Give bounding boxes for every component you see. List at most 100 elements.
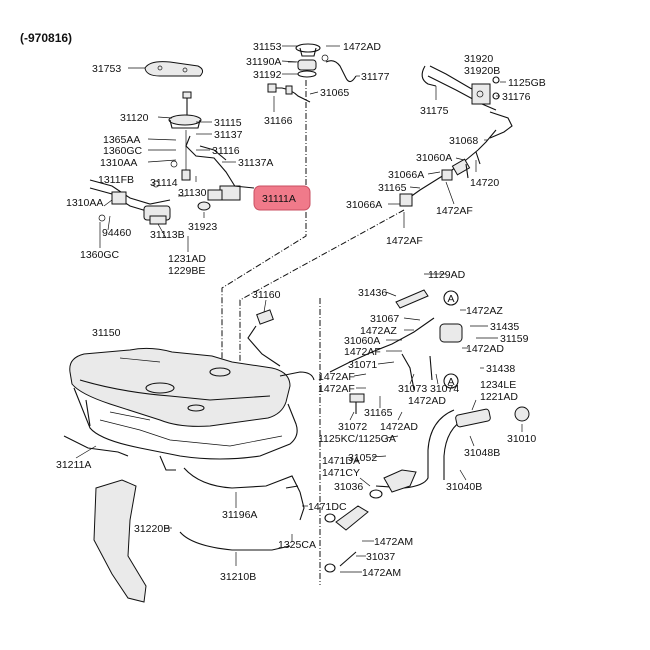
label-1221AD[interactable]: 1221AD (480, 391, 518, 403)
label-31175[interactable]: 31175 (420, 105, 449, 117)
part-31113B-shape (89, 160, 178, 225)
label-31066A[interactable]: 31066A (346, 199, 382, 211)
label-31065[interactable]: 31065 (320, 87, 349, 99)
label-31438[interactable]: 31438 (486, 363, 515, 375)
label-1472AZ[interactable]: 1472AZ (360, 325, 397, 337)
label-1472AF[interactable]: 1472AF (344, 346, 381, 358)
label-31137A[interactable]: 31137A (238, 157, 273, 169)
part-straps-shape (179, 467, 305, 551)
label-1125KC-1125GA[interactable]: 1125KC/1125GA (318, 433, 396, 445)
label-31137[interactable]: 31137 (214, 129, 243, 141)
label-31114[interactable]: 31114 (150, 177, 178, 189)
label-31071[interactable]: 31071 (348, 359, 377, 371)
label-1360GC[interactable]: 1360GC (80, 249, 120, 261)
label-31120[interactable]: 31120 (120, 112, 149, 124)
label-94460[interactable]: 94460 (102, 227, 131, 239)
part-31923-shape (197, 201, 211, 211)
part-31220B-shape (93, 479, 147, 603)
part-31160-shape (247, 309, 281, 367)
label-31113B[interactable]: 31113B (150, 229, 185, 241)
label-1360GC[interactable]: 1360GC (103, 145, 143, 157)
label-31060A[interactable]: 31060A (416, 152, 452, 164)
label-1472AD[interactable]: 1472AD (408, 395, 446, 407)
label-31036[interactable]: 31036 (334, 481, 363, 493)
label-1472AD[interactable]: 1472AD (343, 41, 381, 53)
leader-lines (75, 45, 523, 573)
label-1310AA[interactable]: 1310AA (66, 197, 103, 209)
label-1472AM[interactable]: 1472AM (362, 567, 401, 579)
label-31115[interactable]: 31115 (214, 117, 242, 129)
label-31165[interactable]: 31165 (364, 407, 393, 419)
label-31220B[interactable]: 31220B (134, 523, 170, 535)
label-31048B[interactable]: 31048B (464, 447, 500, 459)
part-31120-sender-shape (168, 91, 255, 201)
label-31150[interactable]: 31150 (92, 327, 121, 339)
label-31211A[interactable]: 31211A (56, 459, 91, 471)
routing-line-1 (221, 80, 307, 360)
label-1129AD[interactable]: 1129AD (428, 269, 466, 281)
label-1310AA[interactable]: 1310AA (100, 157, 137, 169)
label-31111A[interactable]: 31111A (262, 193, 296, 205)
svg-text:A: A (447, 376, 454, 388)
label-31177[interactable]: 31177 (361, 71, 390, 83)
label-31072[interactable]: 31072 (338, 421, 367, 433)
label-31210B[interactable]: 31210B (220, 571, 256, 583)
label-1231AD[interactable]: 1231AD (168, 253, 206, 265)
label-1311FB[interactable]: 1311FB (98, 174, 134, 186)
routing-line-2 (239, 209, 405, 362)
label-14720[interactable]: 14720 (470, 177, 499, 189)
label-31190A[interactable]: 31190A (246, 56, 281, 68)
part-31211A-shape (63, 435, 129, 457)
label-31166[interactable]: 31166 (264, 115, 293, 127)
label-31176[interactable]: 31176 (502, 91, 531, 103)
part-vent-pipe-shape (399, 149, 481, 207)
highlighted-part-31111A[interactable]: 31111A (253, 185, 311, 211)
label-31037[interactable]: 31037 (366, 551, 395, 563)
label-31040B[interactable]: 31040B (446, 481, 482, 493)
label-31920B[interactable]: 31920B (464, 65, 500, 77)
label-31073[interactable]: 31073 (398, 383, 427, 395)
label-1365AA[interactable]: 1365AA (103, 134, 140, 146)
label-1325CA[interactable]: 1325CA (278, 539, 316, 551)
label-31159[interactable]: 31159 (500, 333, 529, 345)
label-1125GB[interactable]: 1125GB (508, 77, 546, 89)
label-1472AF[interactable]: 1472AF (318, 371, 355, 383)
label-1471CY[interactable]: 1471CY (322, 467, 360, 479)
label-31130[interactable]: 31130 (178, 187, 207, 199)
label-31436[interactable]: 31436 (358, 287, 387, 299)
label-1472AD[interactable]: 1472AD (380, 421, 418, 433)
label-1472AD[interactable]: 1472AD (466, 343, 504, 355)
label-31153[interactable]: 31153 (253, 41, 282, 53)
label-31066A[interactable]: 31066A (388, 169, 424, 181)
ref-callout-a-2: A (443, 373, 459, 389)
svg-text:A: A (447, 293, 454, 305)
label-1471DA-visible[interactable]: 1471DA (322, 455, 360, 467)
part-valve-stack-shape (288, 43, 321, 78)
label-31067[interactable]: 31067 (370, 313, 399, 325)
label-1472AF[interactable]: 1472AF (318, 383, 355, 395)
diagram-version-label: (-970816) (20, 31, 72, 45)
label-31196A[interactable]: 31196A (222, 509, 257, 521)
label-31068[interactable]: 31068 (449, 135, 478, 147)
label-31923[interactable]: 31923 (188, 221, 217, 233)
label-31074[interactable]: 31074 (430, 383, 459, 395)
label-31920[interactable]: 31920 (464, 53, 493, 65)
label-31052[interactable]: 31052 (348, 452, 377, 464)
label-1229BE[interactable]: 1229BE (168, 265, 205, 277)
label-1472AF[interactable]: 1472AF (386, 235, 423, 247)
label-1472AM[interactable]: 1472AM (374, 536, 413, 548)
label-1472AZ[interactable]: 1472AZ (466, 305, 503, 317)
label-1234LE[interactable]: 1234LE (480, 379, 516, 391)
label-31060A[interactable]: 31060A (344, 335, 380, 347)
ref-callout-a-1: A (443, 290, 459, 306)
label-31160[interactable]: 31160 (252, 289, 281, 301)
label-31010[interactable]: 31010 (507, 433, 536, 445)
label-31165[interactable]: 31165 (378, 182, 407, 194)
label-1471DC[interactable]: 1471DC (308, 501, 347, 513)
label-31435[interactable]: 31435 (490, 321, 519, 333)
label-1472AF[interactable]: 1472AF (436, 205, 473, 217)
label-31116[interactable]: 31116 (212, 145, 240, 157)
label-31753[interactable]: 31753 (92, 63, 121, 75)
label-31192[interactable]: 31192 (253, 69, 282, 81)
